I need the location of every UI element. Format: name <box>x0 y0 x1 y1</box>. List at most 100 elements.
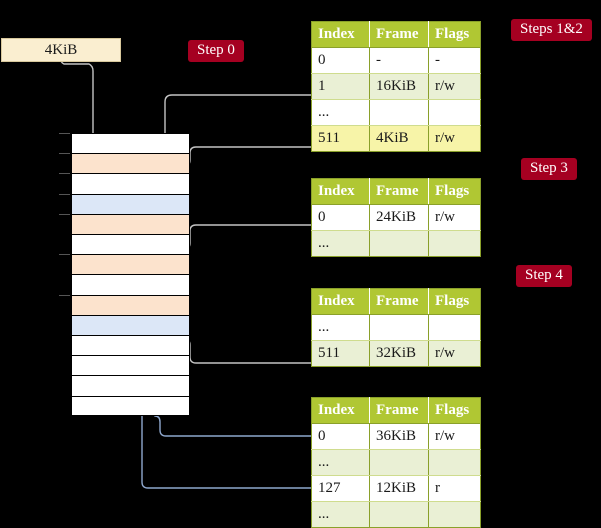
table-row: ... <box>311 314 481 341</box>
column-header-flags: Flags <box>428 178 481 205</box>
virtual-address-label: 4KiB <box>44 42 78 58</box>
table-row: ... <box>311 449 481 476</box>
memory-tick-2 <box>59 173 70 175</box>
cell-flags <box>428 99 481 126</box>
cell-index: ... <box>311 501 370 528</box>
cell-frame: 12KiB <box>369 475 429 502</box>
cell-flags: r <box>428 475 481 502</box>
virtual-address-box: 4KiB <box>1 38 121 62</box>
step-3-label: Step 3 <box>521 158 577 180</box>
step-3-text: Step 3 <box>530 160 568 176</box>
cell-frame: 32KiB <box>369 340 429 367</box>
cell-index: 1 <box>311 73 370 100</box>
column-header-frame: Frame <box>369 397 429 424</box>
cell-frame <box>369 99 429 126</box>
memory-tick-4 <box>59 213 70 215</box>
table-row: ... <box>311 99 481 126</box>
cell-index: ... <box>311 230 370 257</box>
memory-frame-7 <box>71 274 190 295</box>
memory-frame-1 <box>71 153 190 174</box>
cell-index: ... <box>311 449 370 476</box>
cell-flags: r/w <box>428 423 481 450</box>
memory-tick-1 <box>59 153 70 155</box>
cell-frame <box>369 314 429 341</box>
cell-flags: - <box>428 47 481 74</box>
step-0-text: Step 0 <box>197 42 235 58</box>
memory-frame-8 <box>71 294 190 315</box>
memory-frame-4 <box>71 213 190 234</box>
memory-tick-8 <box>59 294 70 296</box>
memory-frame-13 <box>71 395 190 416</box>
cell-frame: 24KiB <box>369 204 429 231</box>
cell-flags: r/w <box>428 73 481 100</box>
memory-frame-11 <box>71 355 190 376</box>
cell-index: 511 <box>311 340 370 367</box>
memory-frame-10 <box>71 335 190 356</box>
cell-flags <box>428 501 481 528</box>
connector-step3-a <box>180 224 313 250</box>
table-row: ... <box>311 230 481 257</box>
column-header-frame: Frame <box>369 178 429 205</box>
memory-frame-12 <box>71 375 190 396</box>
table-row: 0-- <box>311 47 481 74</box>
cell-index: 0 <box>311 47 370 74</box>
step-0-label: Step 0 <box>188 40 244 62</box>
step-4-text: Step 4 <box>525 267 563 283</box>
column-header-flags: Flags <box>428 21 481 48</box>
step-4-label: Step 4 <box>516 265 572 287</box>
cell-frame: 16KiB <box>369 73 429 100</box>
column-header-frame: Frame <box>369 21 429 48</box>
cell-index: ... <box>311 99 370 126</box>
memory-frame-2 <box>71 173 190 194</box>
memory-tick-0 <box>59 133 70 134</box>
cell-frame: - <box>369 47 429 74</box>
memory-frame-3 <box>71 193 190 214</box>
cell-flags <box>428 314 481 341</box>
cell-index: 0 <box>311 423 370 450</box>
cell-index: 127 <box>311 475 370 502</box>
memory-tick-3 <box>59 193 70 195</box>
table-row: ... <box>311 501 481 528</box>
connector-l1-c <box>141 414 313 489</box>
cell-frame: 4KiB <box>369 125 429 152</box>
column-header-flags: Flags <box>428 288 481 315</box>
memory-frame-0 <box>71 133 190 154</box>
column-header-index: Index <box>311 178 370 205</box>
connector-step4-a <box>180 338 313 364</box>
cell-index: ... <box>311 314 370 341</box>
memory-tick-6 <box>59 254 70 256</box>
cell-flags: r/w <box>428 340 481 367</box>
cell-index: 0 <box>311 204 370 231</box>
connector-steps12-b <box>172 146 313 167</box>
memory-frame-6 <box>71 254 190 275</box>
physical-memory-column <box>59 133 190 416</box>
column-header-index: Index <box>311 288 370 315</box>
cell-frame <box>369 230 429 257</box>
column-header-index: Index <box>311 21 370 48</box>
cell-flags: r/w <box>428 204 481 231</box>
memory-frame-5 <box>71 234 190 255</box>
cell-frame <box>369 501 429 528</box>
steps-1-2-label: Steps 1&2 <box>511 19 592 41</box>
cell-frame: 36KiB <box>369 423 429 450</box>
memory-frame-9 <box>71 314 190 335</box>
cell-index: 511 <box>311 125 370 152</box>
cell-flags: r/w <box>428 125 481 152</box>
column-header-frame: Frame <box>369 288 429 315</box>
column-header-flags: Flags <box>428 397 481 424</box>
column-header-index: Index <box>311 397 370 424</box>
